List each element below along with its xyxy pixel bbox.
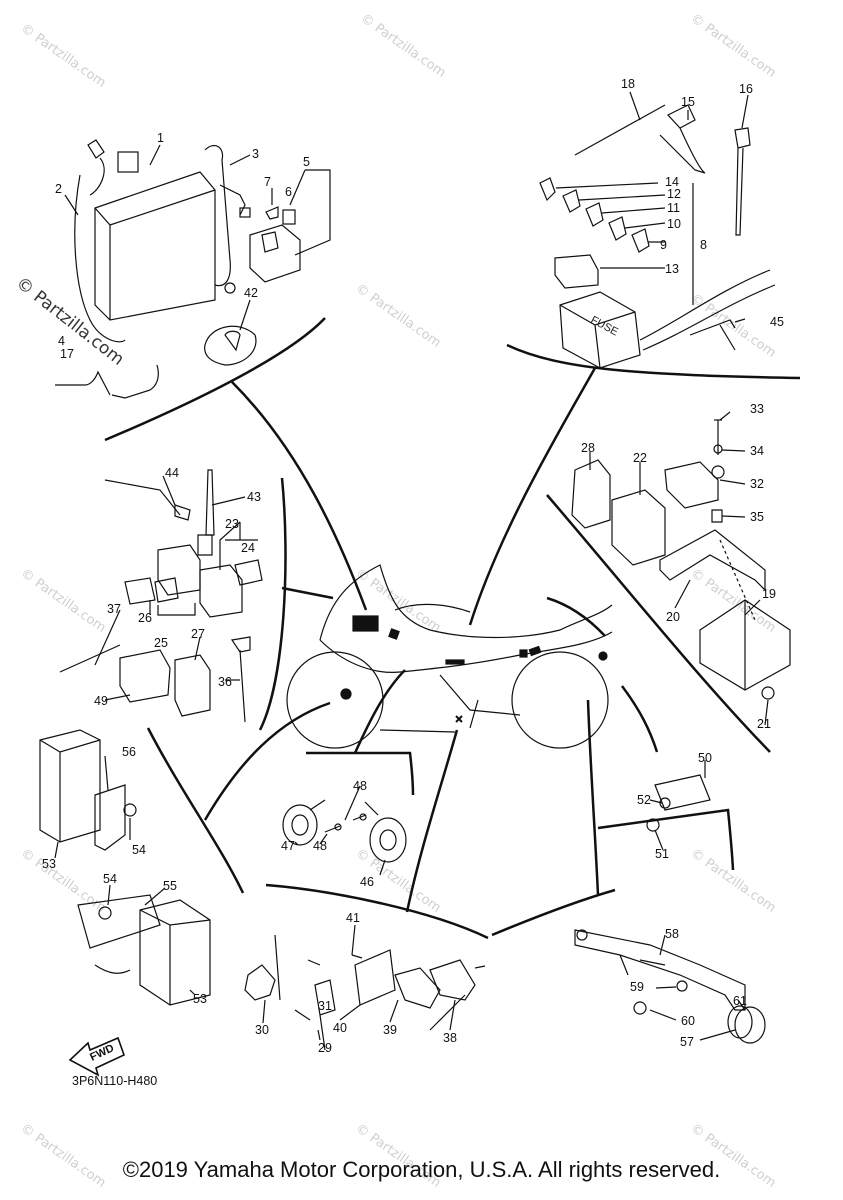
part-number-24: 24 — [241, 541, 255, 555]
part-number-44: 44 — [165, 466, 179, 480]
part-number-46: 46 — [360, 875, 374, 889]
part-number-54-b: 54 — [103, 872, 117, 886]
part-number-3: 3 — [252, 147, 259, 161]
part-number-40: 40 — [333, 1021, 347, 1035]
part-number-48: 48 — [353, 779, 367, 793]
part-number-16: 16 — [739, 82, 753, 96]
part-number-12: 12 — [667, 187, 681, 201]
part-number-60: 60 — [681, 1014, 695, 1028]
part-number-7: 7 — [264, 175, 271, 189]
part-number-53: 53 — [42, 857, 56, 871]
part-number-41: 41 — [346, 911, 360, 925]
part-number-1: 1 — [157, 131, 164, 145]
linework — [39, 91, 801, 1051]
part-number-15: 15 — [681, 95, 695, 109]
part-number-9: 9 — [660, 238, 667, 252]
watermark: © Partzilla.com — [358, 11, 449, 81]
part-number-49: 49 — [94, 694, 108, 708]
part-number-38: 38 — [443, 1031, 457, 1045]
part-number-47: 47 — [281, 839, 295, 853]
part-number-25: 25 — [154, 636, 168, 650]
watermark-layer: © Partzilla.com © Partzilla.com © Partzi… — [12, 11, 779, 1191]
part-number-54: 54 — [132, 843, 146, 857]
part-number-37: 37 — [107, 602, 121, 616]
diagram-code: 3P6N110-H480 — [72, 1074, 157, 1088]
part-number-32: 32 — [750, 477, 764, 491]
watermark: © Partzilla.com — [18, 846, 109, 916]
part-number-35: 35 — [750, 510, 764, 524]
fuse-box-label: FUSE — [589, 314, 621, 338]
part-number-27: 27 — [191, 627, 205, 641]
watermark: © Partzilla.com — [18, 566, 109, 636]
part-number-39: 39 — [383, 1023, 397, 1037]
part-number-34: 34 — [750, 444, 764, 458]
part-number-28: 28 — [581, 441, 595, 455]
part-number-6: 6 — [285, 185, 292, 199]
part-number-11: 11 — [667, 201, 680, 215]
part-number-36: 36 — [218, 675, 232, 689]
part-number-57: 57 — [680, 1035, 694, 1049]
part-number-20: 20 — [666, 610, 680, 624]
part-number-19: 19 — [762, 587, 776, 601]
copyright-notice: ©2019 Yamaha Motor Corporation, U.S.A. A… — [122, 1157, 721, 1182]
part-number-58: 58 — [665, 927, 679, 941]
part-number-21: 21 — [757, 717, 771, 731]
part-number-14: 14 — [665, 175, 679, 189]
part-number-30: 30 — [255, 1023, 269, 1037]
part-number-59: 59 — [630, 980, 644, 994]
forward-arrow-icon: FWD — [68, 1036, 125, 1077]
part-number-13: 13 — [665, 262, 679, 276]
part-number-29: 29 — [318, 1041, 332, 1055]
part-number-8: 8 — [700, 238, 707, 252]
part-number-23: 23 — [225, 517, 239, 531]
part-number-48-b: 48 — [313, 839, 327, 853]
part-number-26: 26 — [138, 611, 152, 625]
part-number-2: 2 — [55, 182, 62, 196]
part-number-61: 61 — [733, 994, 747, 1008]
part-number-50: 50 — [698, 751, 712, 765]
part-number-52: 52 — [637, 793, 651, 807]
part-number-33: 33 — [750, 402, 764, 416]
watermark: © Partzilla.com — [18, 21, 109, 91]
part-number-18: 18 — [621, 77, 635, 91]
part-number-42: 42 — [244, 286, 258, 300]
part-number-4: 4 — [58, 334, 65, 348]
part-number-5: 5 — [303, 155, 310, 169]
part-number-17: 17 — [60, 347, 74, 361]
part-number-labels: 1 2 3 4 5 6 7 8 9 10 11 12 13 14 15 16 1… — [42, 77, 784, 1055]
part-number-22: 22 — [633, 451, 647, 465]
part-number-51: 51 — [655, 847, 669, 861]
part-number-10: 10 — [667, 217, 681, 231]
watermark: © Partzilla.com — [688, 11, 779, 81]
part-number-43: 43 — [247, 490, 261, 504]
part-number-53-b: 53 — [193, 992, 207, 1006]
part-number-55: 55 — [163, 879, 177, 893]
part-number-56: 56 — [122, 745, 136, 759]
watermark: © Partzilla.com — [353, 281, 444, 351]
part-number-45: 45 — [770, 315, 784, 329]
part-number-31: 31 — [318, 999, 332, 1013]
